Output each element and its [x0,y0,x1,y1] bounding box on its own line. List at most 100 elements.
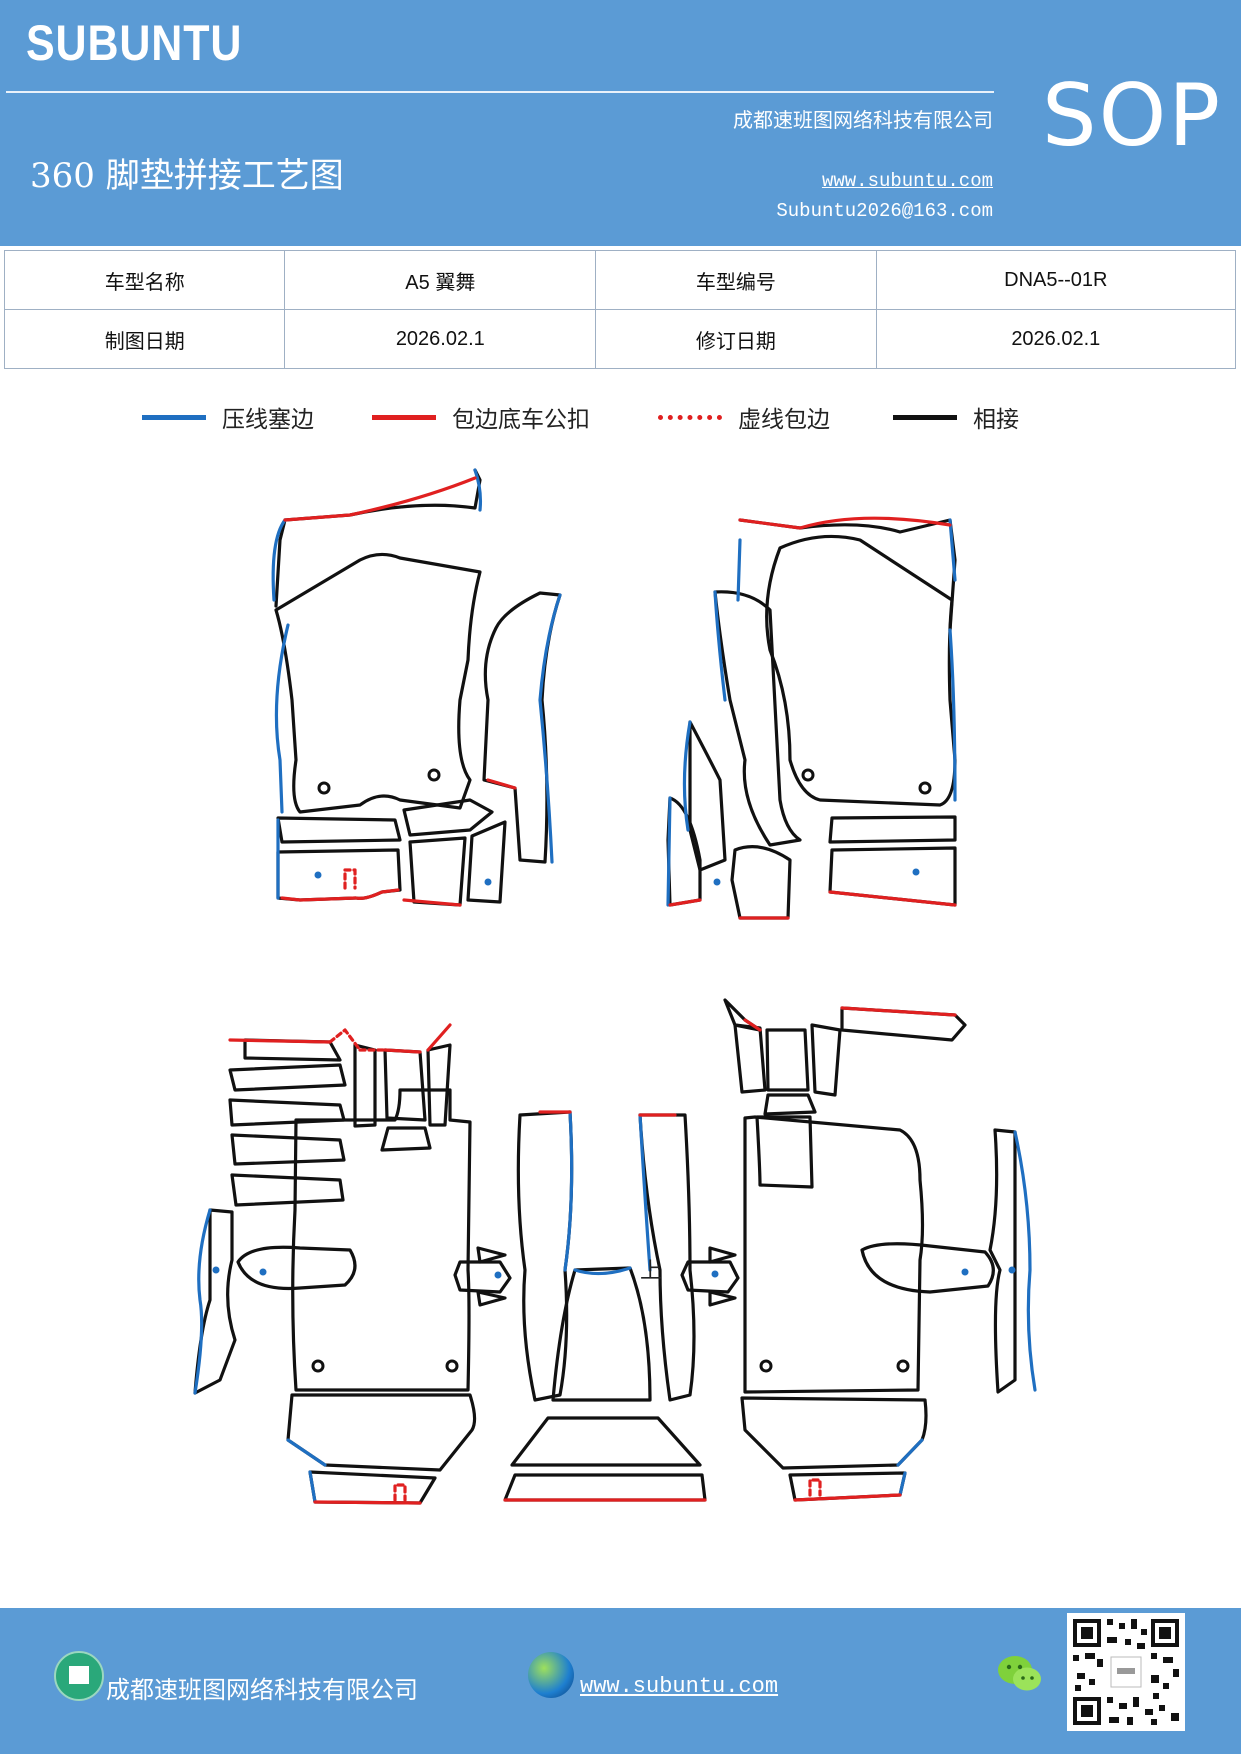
mat-piece-front-right-slat1 [688,720,727,872]
mat-piece-front-left-main [274,552,482,814]
mat-clip-right-bottom [708,1290,737,1307]
floor-mat-diagram: 上 [193,468,1037,1505]
blue-edge-14 [638,1113,652,1272]
brand-logo: SUBUNTU [26,15,243,71]
model-name-label: 车型名称 [3,250,286,310]
hole-marker [759,1359,773,1373]
document-title: 360 脚垫拼接工艺图 [30,156,344,196]
red-edge-2 [738,516,952,530]
mat-piece-rear-right-post3 [810,1023,842,1097]
blue-edge-18 [896,1438,924,1467]
hole-marker [801,768,815,782]
blue-edge-20 [898,1471,907,1497]
legend-item: 虚线包边 [658,400,830,434]
hole-marker [918,781,932,795]
hole-marker [445,1359,459,1373]
mat-piece-rear-center-right [638,1113,696,1402]
mat-piece-rear-center [551,1266,652,1402]
draw-date-value: 2026.02.1 [284,309,597,369]
blue-dot [494,1271,502,1279]
blue-edge-17 [286,1438,327,1467]
blue-edge-1 [271,518,287,602]
mat-piece-rear-left-post1 [353,1043,377,1128]
legend-swatch-0 [142,414,206,420]
mat-piece-rear-right-pillar [988,1128,1017,1394]
mat-piece-rear-right-small [763,1093,817,1116]
blue-edge-6 [736,538,742,602]
mat-clip-left-top [476,1246,507,1264]
mat-piece-rear-right-post1 [733,1023,767,1094]
mat-piece-front-left-strip1 [276,816,402,844]
blue-edge-2 [274,623,290,814]
hole-marker [317,781,331,795]
red-edge-14 [840,1006,957,1017]
mat-piece-rear-left-slat4 [230,1173,345,1207]
hole-marker [427,768,441,782]
mat-piece-rear-center-bottom [503,1473,707,1502]
legend-swatch-3 [893,414,957,420]
qr-code-icon [1067,1613,1185,1731]
mat-piece-rear-left-slat3 [230,1133,346,1166]
mat-piece-rear-right-lower [740,1396,928,1470]
header-email: Subuntu2026@163.com [776,200,993,222]
model-code-label: 车型编号 [595,250,877,310]
mat-piece-front-left-block2 [408,836,467,907]
blue-dot [713,878,721,886]
blue-edge-10 [682,720,692,832]
red-edge-3 [280,888,400,902]
model-code-value: DNA5--01R [875,250,1237,310]
revise-date-value: 2026.02.1 [875,309,1237,369]
red-edge-4 [402,898,462,907]
info-table: 车型名称 A5 翼舞 车型编号 DNA5--01R 制图日期 2026.02.1… [3,250,1237,369]
red-edge-6 [668,898,702,907]
blue-dot [314,871,322,879]
blue-edge-11 [666,796,672,907]
mat-clip-right-top [708,1246,737,1264]
dotted-edge-5 [808,1478,822,1497]
legend-swatch-1 [372,414,436,420]
mat-piece-rear-left-main [291,1088,472,1392]
blue-edge-16 [1013,1130,1037,1392]
table-row: 制图日期 2026.02.1 修订日期 2026.02.1 [3,309,1237,369]
up-direction-label: 上 [640,1259,662,1284]
footer-company: 成都速班图网络科技有限公司 [106,1676,418,1704]
model-name-value: A5 翼舞 [284,250,597,310]
legend-label: 相接 [973,407,1019,433]
draw-date-label: 制图日期 [3,309,286,369]
footer-website-link[interactable]: www.subuntu.com [580,1674,779,1699]
header-website-link[interactable]: www.subuntu.com [821,170,993,192]
red-edge-17 [793,1493,902,1502]
sop-label: SOP [1042,66,1223,166]
blue-edge-8 [948,628,957,802]
mat-piece-rear-right-post2 [765,1028,810,1092]
mat-clip-right [680,1260,740,1294]
blue-dot [1008,1266,1016,1274]
red-edge-9 [228,1038,332,1044]
mat-piece-rear-center-left [516,1110,574,1402]
mat-piece-rear-left-slat1 [228,1063,347,1092]
red-edge-11 [426,1023,452,1052]
mat-piece-rear-right-grip [860,1242,995,1294]
blue-dot [961,1268,969,1276]
blue-edge-7 [948,518,957,582]
mat-piece-front-left-block3 [466,820,507,904]
revise-date-label: 修订日期 [595,309,877,369]
mat-piece-rear-left-pillar [193,1208,237,1395]
blue-edge-12 [193,1208,212,1395]
mat-piece-rear-left-post2 [383,1048,427,1122]
blue-dot [711,1270,719,1278]
header-banner [0,0,1241,246]
blue-edge-19 [308,1470,317,1504]
hole-marker [311,1359,325,1373]
header-company: 成都速班图网络科技有限公司 [733,108,993,132]
mat-piece-rear-left-grip [236,1245,357,1291]
dotted-edge-4 [393,1483,407,1502]
legend-label: 压线塞边 [222,407,314,433]
dotted-edge-3 [343,868,357,890]
red-edge-1 [283,476,477,522]
mat-piece-rear-left-small [380,1126,432,1152]
globe-icon [528,1652,574,1698]
blue-edge-15 [573,1266,632,1276]
legend-label: 虚线包边 [738,407,830,433]
mat-piece-front-right-strip1 [828,815,957,844]
